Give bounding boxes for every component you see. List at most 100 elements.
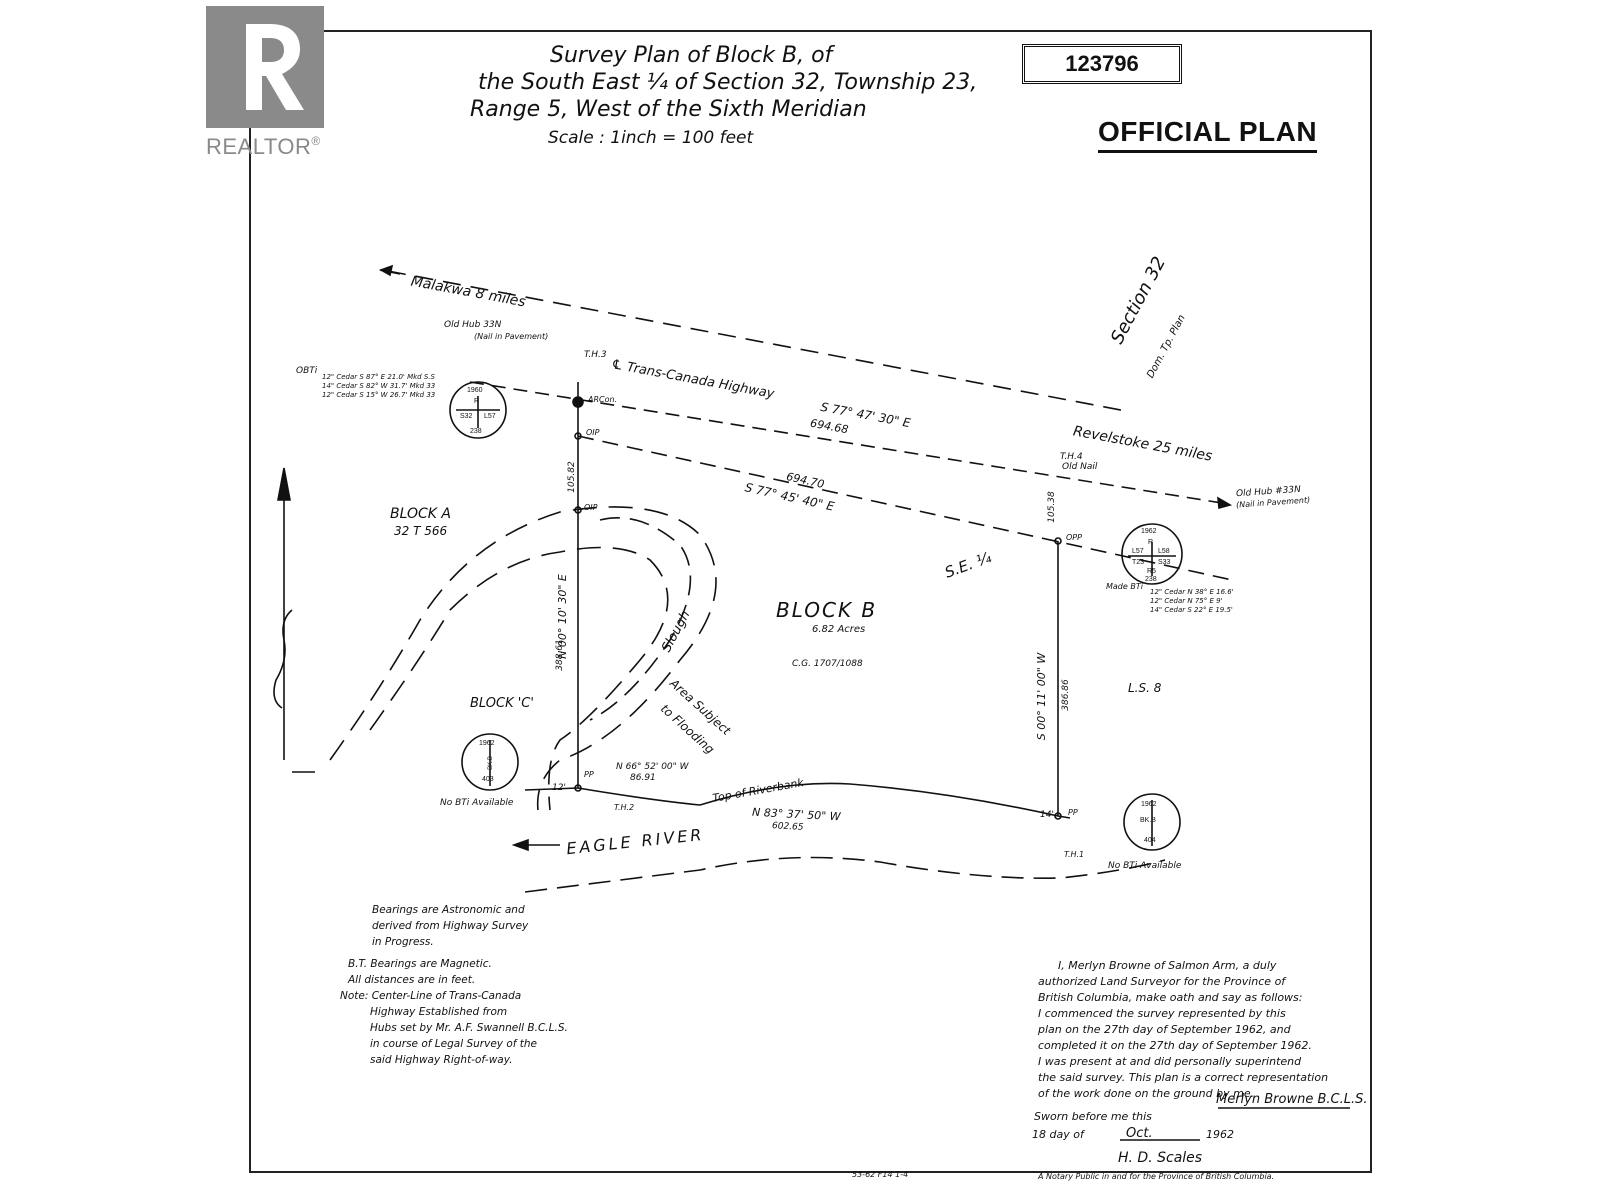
survey-post-pp-left xyxy=(574,784,582,792)
monument-right-top-year: 1962 xyxy=(1141,528,1157,535)
oath-line: British Columbia, make oath and say as f… xyxy=(1038,991,1303,1004)
sworn-before-text: Sworn before me this xyxy=(1034,1110,1152,1123)
survey-post-arcon xyxy=(572,396,584,408)
highway-centerline xyxy=(469,381,1229,505)
monument-left-bottom-blk: BK.B xyxy=(487,756,494,770)
label-block-a-plan: 32 T 566 xyxy=(394,524,448,538)
sworn-month: Oct. xyxy=(1126,1126,1153,1141)
title-line-2: the South East ¼ of Section 32, Township… xyxy=(478,70,978,95)
label-block-a: BLOCK A xyxy=(390,506,451,522)
label-th3: T.H.3 xyxy=(584,350,607,360)
realtor-r-logo-icon xyxy=(206,6,324,128)
notary-signature: H. D. Scales xyxy=(1118,1150,1203,1166)
label-east-bearing: S 00° 11' 00" W xyxy=(1035,652,1049,741)
river-lower-bank xyxy=(524,856,1166,893)
monument-right-top-s33: S33 xyxy=(1158,559,1171,566)
label-arcon: ARCon. xyxy=(588,395,618,404)
label-th4: T.H.4 xyxy=(1060,452,1083,462)
plan-title: Survey Plan of Block B, of the South Eas… xyxy=(470,42,1030,152)
survey-post-oip-2 xyxy=(574,506,582,514)
note-line: All distances are in feet. xyxy=(348,974,476,986)
label-made-bti: Made BTi xyxy=(1106,582,1143,591)
label-block-b: BLOCK B xyxy=(776,598,878,622)
monument-right-top xyxy=(1121,523,1183,585)
monument-right-bottom-blk: BK.B xyxy=(1140,817,1156,824)
label-west-top-distance: 105.82 xyxy=(566,461,577,493)
label-old-hub-left-note: (Nail in Pavement) xyxy=(474,332,549,341)
label-old-hub-left: Old Hub 33N xyxy=(444,320,502,330)
label-oip-2: OIP xyxy=(584,503,598,512)
label-bti-1: 12" Cedar N 38° E 16.6' xyxy=(1150,588,1234,596)
arrow-left-head-icon xyxy=(379,264,394,277)
label-sw-distance: 86.91 xyxy=(630,773,656,783)
label-no-bti-left: No BTi Available xyxy=(440,798,514,808)
oath-line: plan on the 27th day of September 1962, … xyxy=(1038,1023,1291,1036)
note-line: derived from Highway Survey xyxy=(372,920,529,932)
note-line: B.T. Bearings are Magnetic. xyxy=(348,958,492,970)
north-arrow-symbol xyxy=(273,609,293,709)
survey-post-pp-right xyxy=(1054,812,1062,820)
sworn-day: 18 day of xyxy=(1032,1128,1084,1141)
label-oip-1: OIP xyxy=(586,428,600,437)
label-cg: C.G. 1707/1088 xyxy=(792,659,863,669)
survey-post-oip-1 xyxy=(574,432,582,440)
note-line: said Highway Right-of-way. xyxy=(370,1054,513,1066)
note-line: in Progress. xyxy=(372,936,434,948)
monument-left-bottom-num: 403 xyxy=(482,776,494,783)
label-ls8: L.S. 8 xyxy=(1128,681,1162,695)
monument-right-top-r: R xyxy=(1148,539,1154,546)
section-line xyxy=(387,270,1127,412)
plan-sheet-border xyxy=(249,30,1372,1173)
oath-line: authorized Land Surveyor for the Provinc… xyxy=(1038,975,1286,988)
slough-outer-line xyxy=(329,506,717,811)
slough-inner-line xyxy=(369,546,669,811)
label-th2: T.H.2 xyxy=(614,803,635,812)
label-th1: T.H.1 xyxy=(1064,850,1085,859)
oath-line: completed it on the 27th day of Septembe… xyxy=(1038,1039,1312,1052)
label-east-distance: 386.86 xyxy=(1060,679,1071,711)
label-bti-3: 14" Cedar S 22° E 19.5' xyxy=(1150,606,1233,614)
monument-right-top-t23: T23 xyxy=(1132,559,1145,566)
monument-left-top-num: 238 xyxy=(470,428,482,435)
monument-right-top-num: 238 xyxy=(1145,576,1157,583)
label-fourteen: 14' xyxy=(1040,810,1054,820)
footer-code: 53-62 F14 1-4 xyxy=(852,1170,909,1179)
note-line: Bearings are Astronomic and xyxy=(372,904,525,916)
official-plan-stamp: OFFICIAL PLAN xyxy=(1098,116,1318,153)
label-opp: OPP xyxy=(1066,533,1082,542)
slough-channel-line xyxy=(589,517,692,721)
label-twelve: 12' xyxy=(552,783,566,793)
survey-notes: Bearings are Astronomic and derived from… xyxy=(340,902,568,1068)
plan-number: 123796 xyxy=(1022,44,1182,84)
monument-left-top-r: R xyxy=(474,398,480,405)
river-arrow-head-icon xyxy=(511,838,529,852)
notary-caption: A Notary Public in and for the Province … xyxy=(1038,1172,1275,1181)
label-pp-right: PP xyxy=(1068,808,1078,817)
label-obti: OBTi xyxy=(296,366,318,376)
label-obti-2: 14" Cedar S 82° W 31.7' Mkd 33 xyxy=(322,382,436,390)
monument-left-top-l: L57 xyxy=(484,413,496,420)
oath-line: the said survey. This plan is a correct … xyxy=(1038,1071,1329,1084)
title-line-1: Survey Plan of Block B, of xyxy=(550,43,833,68)
monument-right-bottom xyxy=(1123,793,1181,851)
oath-line: I, Merlyn Browne of Salmon Arm, a duly xyxy=(1058,959,1277,972)
label-pp-left: PP xyxy=(584,770,594,779)
label-bti-2: 12" Cedar N 75° E 9' xyxy=(1150,597,1223,605)
surveyor-oath: I, Merlyn Browne of Salmon Arm, a duly a… xyxy=(1038,958,1328,1102)
top-of-riverbank-line xyxy=(524,782,1071,819)
label-obti-3: 12" Cedar S 15° W 26.7' Mkd 33 xyxy=(322,391,436,399)
oath-line: I commenced the survey represented by th… xyxy=(1038,1007,1286,1020)
label-west-bearing: N 00° 10' 30" E xyxy=(555,574,569,659)
arrow-right-head-icon xyxy=(1217,496,1233,510)
monument-left-top-year: 1960 xyxy=(467,387,483,394)
oath-line: I was present at and did personally supe… xyxy=(1038,1055,1302,1068)
realtor-logo: REALTOR® xyxy=(206,6,338,161)
realtor-wordmark: REALTOR® xyxy=(206,134,321,159)
monument-right-bottom-num: 404 xyxy=(1144,837,1156,844)
note-line: Note: Center-Line of Trans-Canada xyxy=(340,990,522,1002)
label-block-b-area: 6.82 Acres xyxy=(812,624,866,635)
sworn-year: 1962 xyxy=(1206,1128,1234,1141)
label-old-nail: Old Nail xyxy=(1062,462,1098,472)
oath-line: of the work done on the ground by me. xyxy=(1038,1087,1255,1100)
